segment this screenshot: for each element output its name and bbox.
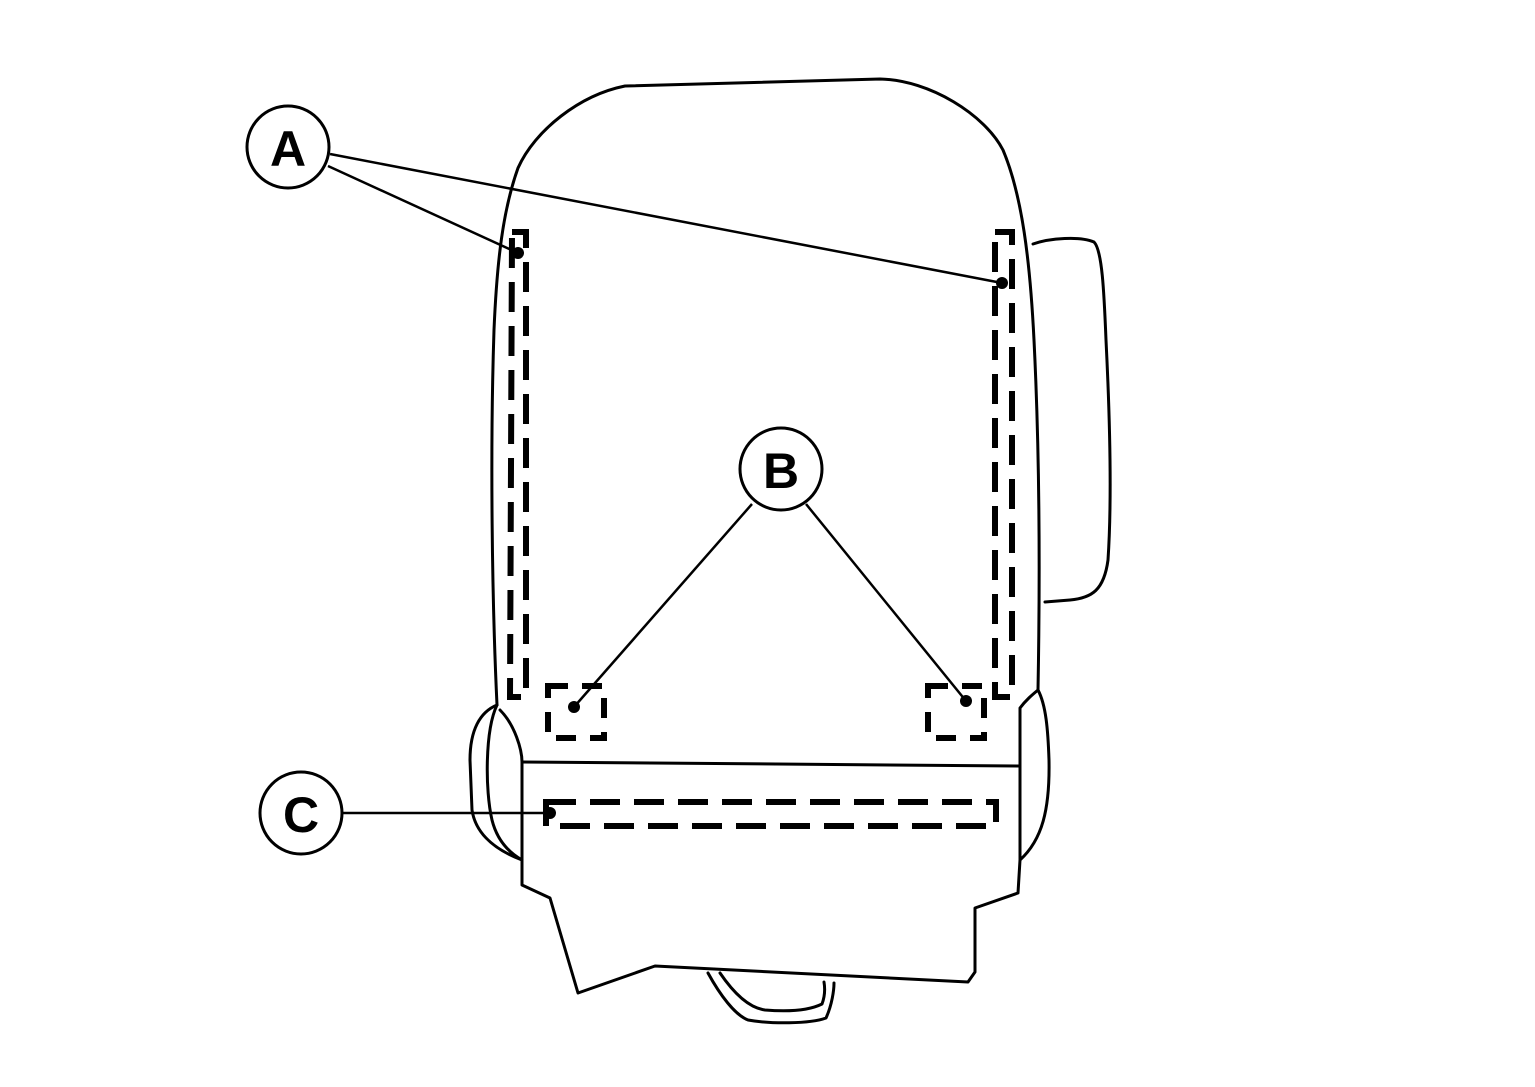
seat-rail	[706, 971, 836, 1025]
dashed-region-b-right	[925, 683, 987, 741]
dashed-region-b-left	[545, 683, 607, 741]
seat-cushion-outline	[468, 688, 1051, 995]
callout-c: C	[258, 770, 344, 856]
point-a-right	[996, 277, 1008, 289]
cushion-inner-right	[1018, 688, 1040, 862]
seat-left-bolster-line	[485, 703, 524, 862]
seat-side-bolster	[1031, 236, 1112, 604]
cushion-front-seam	[520, 760, 1022, 768]
dashed-region-a-right	[992, 229, 1015, 700]
seat-back-outline	[490, 77, 1041, 707]
dashed-region-c	[543, 799, 999, 829]
cushion-inner-left	[498, 708, 524, 862]
point-b-right	[960, 695, 972, 707]
callout-c-label: C	[283, 787, 319, 843]
callout-b: B	[738, 426, 824, 512]
point-a-left	[512, 247, 524, 259]
callout-a: A	[245, 104, 331, 190]
leader-a-right	[329, 152, 1003, 285]
leader-a-left	[327, 164, 519, 255]
dashed-region-a-left	[506, 229, 529, 700]
point-c	[544, 807, 556, 819]
leader-b-right	[805, 503, 967, 702]
point-b-left	[568, 701, 580, 713]
callout-b-label: B	[763, 443, 799, 499]
callout-a-label: A	[270, 121, 306, 177]
leader-b-left	[573, 503, 753, 708]
